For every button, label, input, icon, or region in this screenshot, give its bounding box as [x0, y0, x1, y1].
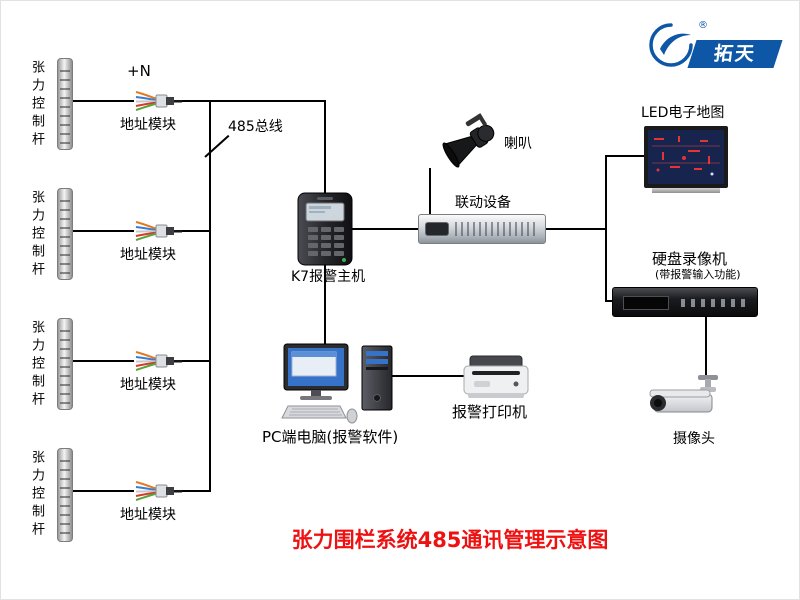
- linkage-label: 联动设备: [455, 195, 511, 211]
- brand-emblem-icon: [649, 23, 693, 67]
- dvr-label: 硬盘录像机: [652, 250, 728, 268]
- led-map-label: LED电子地图: [641, 105, 725, 121]
- wire-dvr-branch: [605, 300, 617, 302]
- pole-label: 张力控制杆: [29, 60, 44, 150]
- speaker-label: 喇叭: [504, 136, 532, 152]
- led-map-shelf: [652, 188, 720, 193]
- address-module-icon: [134, 89, 182, 113]
- wire-led-branch: [605, 155, 648, 157]
- wire-pc-printer: [392, 375, 464, 377]
- pole-label: 张力控制杆: [29, 320, 44, 410]
- tension-pole-icon: [57, 58, 73, 150]
- module-label: 地址模块: [120, 117, 176, 133]
- bus-label: 485总线: [228, 119, 283, 135]
- k7-host-icon: [297, 192, 353, 266]
- plus-n-label: +N: [127, 62, 151, 80]
- pole-label: 张力控制杆: [29, 190, 44, 280]
- wire-top-bus: [73, 100, 325, 102]
- printer-icon: [463, 355, 529, 398]
- wire-speaker-drop: [429, 168, 431, 215]
- address-module-icon: [134, 349, 182, 373]
- printer-label: 报警打印机: [452, 403, 528, 421]
- dvr-icon: [612, 287, 758, 317]
- wire-dvr-camera: [705, 317, 707, 377]
- wire-linkage-right: [546, 228, 606, 230]
- pc-label: PC端电脑(报警软件): [262, 428, 399, 446]
- camera-label: 摄像头: [673, 431, 715, 447]
- k7-host-label: K7报警主机: [291, 269, 366, 285]
- linkage-rack-icon: [418, 214, 546, 244]
- dvr-note: (带报警输入功能): [655, 268, 741, 281]
- diagram-title: 张力围栏系统485通讯管理示意图: [291, 528, 609, 552]
- address-module-icon: [134, 219, 182, 243]
- address-module-icon: [134, 479, 182, 503]
- wire-k7-drop: [324, 100, 326, 195]
- tension-pole-icon: [57, 448, 73, 542]
- brand-logo: ® 拓天: [648, 20, 783, 72]
- wire-main-bus: [209, 100, 211, 492]
- registered-mark: ®: [698, 20, 708, 31]
- pole-label: 张力控制杆: [29, 450, 44, 540]
- wire-right-trunk: [605, 155, 607, 302]
- tension-pole-icon: [57, 188, 73, 280]
- wire-k7-linkage: [352, 228, 418, 230]
- brand-banner: 拓天: [687, 40, 783, 68]
- pc-icon: [281, 343, 393, 424]
- brand-text: 拓天: [712, 43, 758, 65]
- wire-k7-pc: [324, 265, 326, 345]
- module-label: 地址模块: [120, 507, 176, 523]
- led-map-icon: [644, 126, 728, 188]
- speaker-icon: [442, 113, 495, 168]
- module-label: 地址模块: [120, 247, 176, 263]
- tension-pole-icon: [57, 318, 73, 410]
- module-label: 地址模块: [120, 377, 176, 393]
- camera-icon: [649, 375, 718, 413]
